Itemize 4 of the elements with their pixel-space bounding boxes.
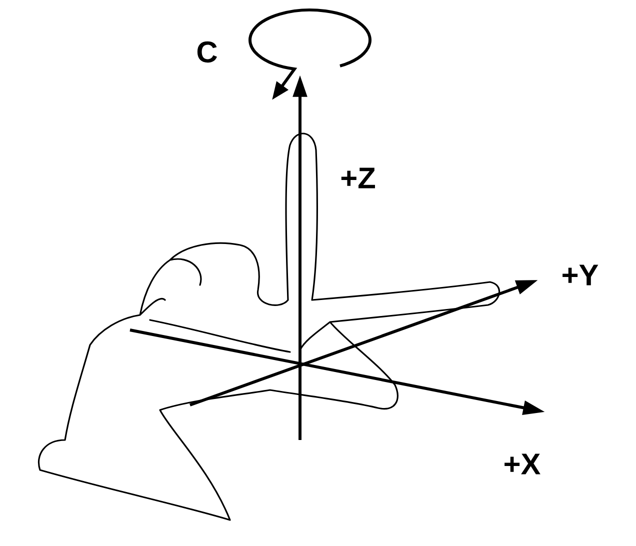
axis-label: +Y <box>562 264 598 286</box>
axis-label: C <box>197 41 217 63</box>
axis-label: +Z <box>341 168 375 188</box>
axis-label: +X <box>504 454 540 474</box>
